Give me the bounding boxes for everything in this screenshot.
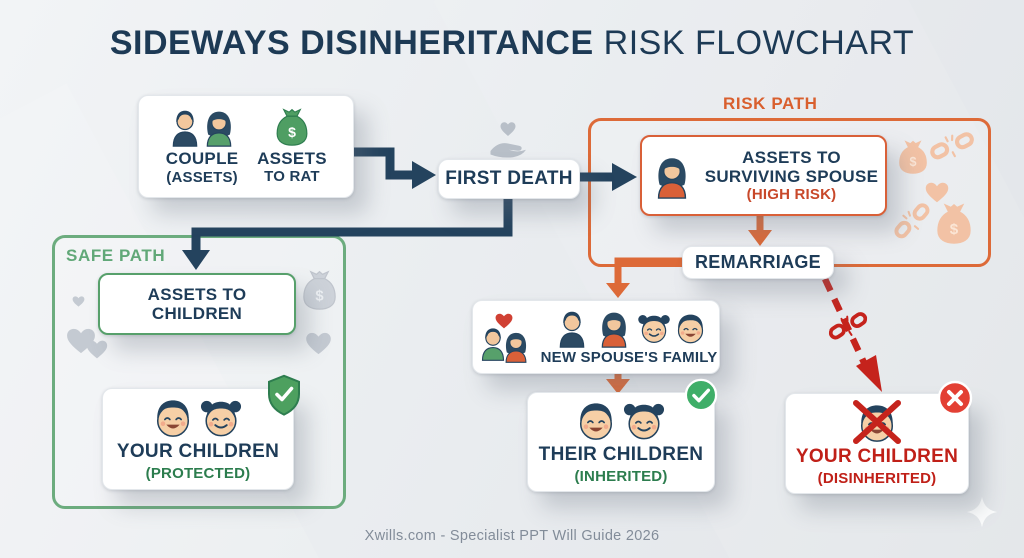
sparkle-icon	[966, 496, 998, 528]
disinherited-tag: (DISINHERITED)	[817, 470, 937, 487]
boy-face-icon	[152, 397, 194, 439]
node-first-death: FIRST DEATH	[438, 159, 580, 199]
heart-icon	[495, 313, 513, 329]
title-light: RISK FLOWCHART	[603, 24, 915, 62]
money-bag-icon	[898, 140, 928, 174]
assets-group: ASSETS TO RAT	[257, 108, 327, 185]
node-new-spouse-family: NEW SPOUSE'S FAMILY	[472, 300, 720, 374]
chain-broken-icon	[891, 202, 933, 241]
girl-face-icon	[621, 400, 667, 442]
node-remarriage: REMARRIAGE	[682, 246, 834, 279]
couple-label: COUPLE	[165, 149, 239, 169]
their-children-label: THEIR CHILDREN	[538, 443, 704, 465]
inherited-tag: (INHERITED)	[574, 467, 668, 485]
your-children-disinherited-label: YOUR CHILDREN	[795, 446, 959, 467]
money-bag-icon	[275, 108, 309, 146]
girl-face-icon	[198, 397, 244, 439]
chain-broken-icon	[827, 304, 868, 349]
cross-badge-icon	[937, 380, 973, 416]
hand-heart-icon	[486, 120, 530, 160]
protected-tag: (PROTECTED)	[145, 464, 251, 482]
woman-icon	[499, 329, 533, 363]
node-their-children: THEIR CHILDREN (INHERITED)	[527, 392, 715, 492]
node-surviving-spouse: ASSETS TO SURVIVING SPOUSE (HIGH RISK)	[640, 135, 887, 216]
node-your-children-disinherited: YOUR CHILDREN (DISINHERITED)	[785, 393, 969, 494]
node-couple-assets: COUPLE (ASSETS) ASSETS TO RAT	[138, 95, 354, 198]
remarried-couple-group	[475, 313, 533, 361]
woman-icon	[594, 308, 634, 348]
assets-label-line2: TO RAT	[264, 168, 320, 186]
boy-face-icon	[674, 312, 707, 345]
boy-face-icon	[575, 400, 617, 442]
man-icon	[552, 308, 592, 348]
assets-children-line1: ASSETS TO	[147, 284, 247, 304]
risk-path-label: RISK PATH	[723, 94, 818, 113]
girl-face-icon	[636, 312, 672, 345]
node-your-children-protected: YOUR CHILDREN (PROTECTED)	[102, 388, 294, 490]
footer-credit: Xwills.com - Specialist PPT Will Guide 2…	[364, 528, 660, 544]
surviving-spouse-line1: ASSETS TO	[742, 147, 841, 167]
remarriage-label: REMARRIAGE	[694, 252, 821, 273]
surviving-spouse-risk-tag: (HIGH RISK)	[746, 186, 837, 204]
new-spouse-family-label: NEW SPOUSE'S FAMILY	[540, 349, 718, 366]
heart-icon	[925, 182, 949, 203]
your-children-label: YOUR CHILDREN	[116, 440, 280, 462]
assets-label-line1: ASSETS	[257, 148, 327, 168]
red-x-icon	[853, 400, 901, 444]
first-death-label: FIRST DEATH	[445, 168, 573, 189]
couple-group: COUPLE (ASSETS)	[165, 107, 239, 186]
money-bag-icon	[936, 203, 972, 244]
assets-children-line2: CHILDREN	[151, 304, 243, 323]
woman-icon	[649, 153, 695, 199]
couple-sublabel: (ASSETS)	[166, 168, 238, 186]
shield-check-icon	[266, 374, 302, 416]
safe-path-label: SAFE PATH	[66, 246, 166, 265]
crossed-out-child-group	[852, 400, 902, 444]
node-assets-to-children: ASSETS TO CHILDREN	[98, 273, 296, 335]
title-bold: SIDEWAYS DISINHERITANCE	[109, 24, 594, 62]
woman-icon	[199, 107, 239, 147]
check-badge-icon	[684, 378, 718, 412]
surviving-spouse-line2: SURVIVING SPOUSE	[704, 167, 879, 186]
